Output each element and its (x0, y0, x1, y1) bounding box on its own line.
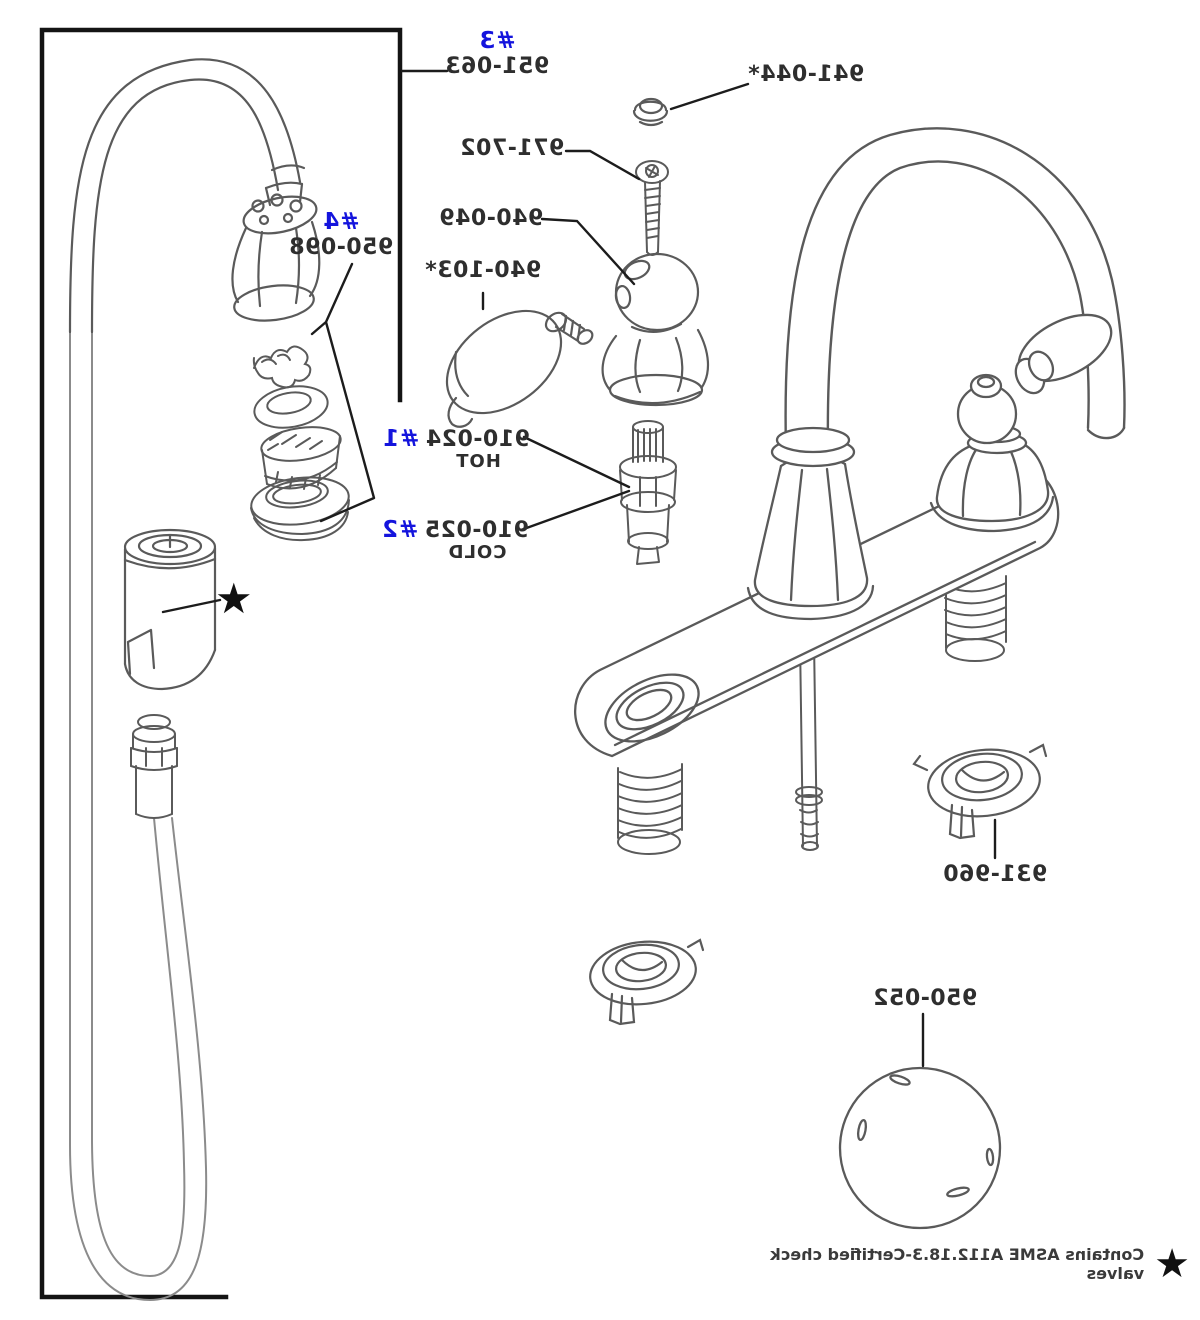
label-valve-hot: 910-024 #1 HOT (381, 426, 531, 473)
part4-number: 950-098 (288, 235, 394, 261)
part3-ref: #3 (478, 28, 516, 54)
leader-lines (161, 69, 997, 1068)
certification-text: Contains ASME A112.18.3-Certified check … (770, 1245, 1145, 1283)
label-ball-part: 950-052 (845, 986, 1005, 1011)
handle-ball-base-drawing (601, 252, 709, 407)
spray-knob-number: 940-103* (424, 258, 542, 283)
parts-box-outline (39, 27, 403, 1300)
valve-cold-number: 910-025 (424, 518, 529, 543)
ball-part-number: 950-052 (872, 986, 978, 1011)
certification-note: ★ Contains ASME A112.18.3-Certified chec… (770, 1241, 1190, 1287)
aerator-parts-drawing (250, 345, 350, 542)
flange-number: 931-960 (942, 862, 1048, 887)
spray-knob-drawing (445, 309, 594, 428)
spout-base-drawing (746, 426, 875, 621)
label-valve-cold: 910-025 #2 COLD (380, 517, 530, 564)
shank-left-drawing (617, 763, 683, 855)
pulldown-spout-drawing (68, 58, 306, 334)
spray-head-drawing (231, 193, 321, 322)
button-cap-drawing (632, 97, 669, 127)
label-handle-screw: 971-702 (432, 136, 592, 161)
handle-ball-number: 940-049 (438, 206, 544, 231)
index-cap-number: 941-044* (747, 62, 865, 87)
label-handle-ball: 940-049 (411, 206, 571, 231)
faucet-spout-drawing (784, 127, 1126, 452)
valve-hot-ref: #1 (382, 426, 420, 452)
label-part4: #4 950-098 (261, 209, 421, 261)
footnote-star-icon: ★ (1154, 1241, 1190, 1287)
pulldown-hose-drawing (69, 331, 208, 1302)
valve-hot-temp: HOT (455, 451, 501, 473)
valve-cartridge-drawing (619, 420, 677, 565)
label-part3: #3 951-063 (417, 28, 577, 80)
label-index-cap: 941-044* (726, 62, 886, 87)
valve-cold-temp: COLD (447, 542, 507, 564)
hose-connector-drawing (130, 714, 178, 819)
flange-right-drawing (912, 743, 1048, 840)
flange-lower-drawing (589, 938, 705, 1026)
handle-screw-number: 971-702 (459, 136, 565, 161)
star-marker-icon: ★ (215, 574, 253, 623)
spray-outlet-tube-drawing (795, 639, 823, 851)
part4-ref: #4 (322, 209, 360, 235)
part3-number: 951-063 (444, 54, 550, 80)
valve-hot-number: 910-024 (425, 427, 530, 452)
faucet-deck-drawing (574, 464, 1060, 758)
label-spray-knob: 940-103* (403, 258, 563, 283)
label-flange: 931-960 (915, 862, 1075, 887)
valve-cold-ref: #2 (381, 517, 419, 543)
right-handle-drawing (929, 313, 1113, 533)
handle-screw-drawing (635, 160, 669, 256)
ball-part-drawing (838, 1066, 1002, 1230)
mounting-cylinder-drawing (123, 528, 217, 691)
shank-right-drawing (944, 575, 1007, 662)
